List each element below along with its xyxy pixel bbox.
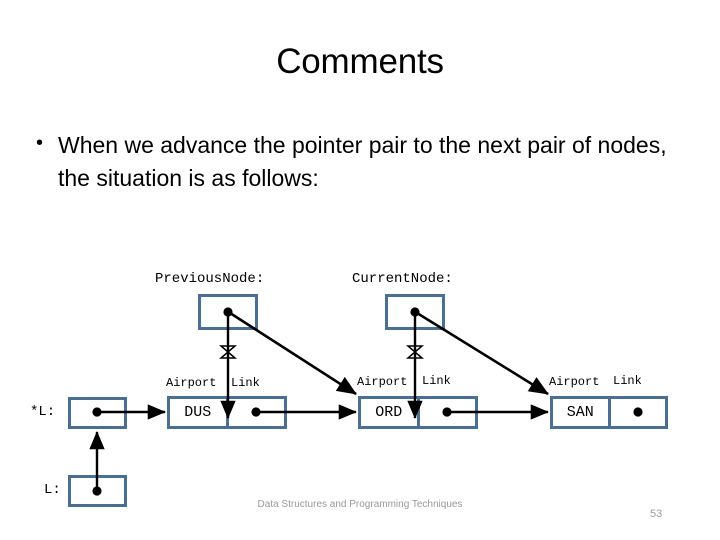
node-dus-link bbox=[229, 399, 285, 426]
field-label-link-ord: Link bbox=[422, 374, 451, 388]
page-number: 53 bbox=[650, 508, 663, 520]
node-ord-link bbox=[420, 399, 476, 426]
node-san-link bbox=[611, 399, 666, 426]
node-dus: DUS bbox=[167, 396, 287, 429]
field-label-airport-dus: Airport bbox=[166, 376, 217, 390]
bullet-item: • When we advance the pointer pair to th… bbox=[36, 129, 684, 194]
l-deref-box bbox=[68, 397, 127, 429]
previous-node-link-cancel-mark bbox=[218, 345, 238, 359]
node-ord-airport: ORD bbox=[361, 399, 420, 426]
node-ord: ORD bbox=[358, 396, 478, 429]
field-label-airport-ord: Airport bbox=[357, 375, 408, 389]
l-deref-label: *L: bbox=[30, 404, 56, 420]
previous-node-label: PreviousNode: bbox=[155, 271, 265, 287]
bullet-text: When we advance the pointer pair to the … bbox=[58, 132, 667, 191]
current-node-label: CurrentNode: bbox=[352, 271, 453, 287]
page-title: Comments bbox=[276, 42, 444, 81]
previous-node-box bbox=[198, 294, 258, 330]
field-label-link-dus: Link bbox=[231, 376, 260, 390]
field-label-link-san: Link bbox=[613, 374, 642, 388]
node-san: SAN bbox=[550, 396, 668, 429]
l-label: L: bbox=[44, 482, 61, 498]
l-box bbox=[68, 475, 127, 507]
footer-text: Data Structures and Programming Techniqu… bbox=[257, 499, 463, 510]
field-label-airport-san: Airport bbox=[549, 375, 600, 389]
bullet-marker-icon: • bbox=[36, 132, 44, 154]
node-dus-airport: DUS bbox=[170, 399, 229, 426]
current-node-box bbox=[385, 294, 445, 330]
node-san-airport: SAN bbox=[553, 399, 611, 426]
current-node-link-cancel-mark bbox=[405, 345, 425, 359]
